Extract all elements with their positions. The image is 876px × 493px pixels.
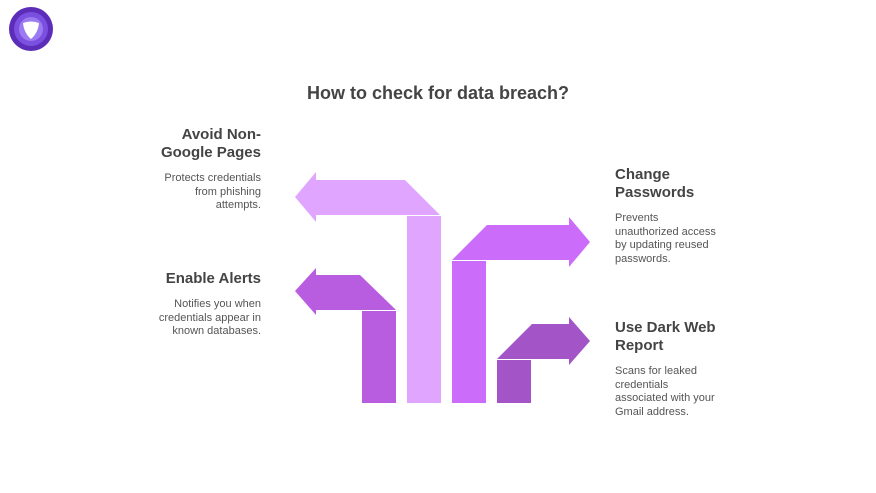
shield-logo-icon bbox=[9, 7, 53, 51]
item-avoid-non-google: Avoid Non-Google Pages Protects credenti… bbox=[120, 126, 261, 213]
arrow-avoid-non-google bbox=[295, 172, 440, 222]
item-title: Avoid Non-Google Pages bbox=[160, 126, 261, 161]
bar-dark-web bbox=[497, 360, 531, 403]
arrow-enable-alerts bbox=[295, 268, 396, 315]
bar-change-passwords bbox=[452, 261, 486, 403]
item-title: Enable Alerts bbox=[165, 270, 261, 287]
arrow-dark-web bbox=[497, 317, 590, 365]
bar-enable-alerts bbox=[362, 311, 396, 403]
page-title: How to check for data breach? bbox=[306, 83, 570, 103]
bar-avoid-non-google bbox=[407, 216, 441, 403]
arrow-change-passwords bbox=[452, 217, 590, 267]
